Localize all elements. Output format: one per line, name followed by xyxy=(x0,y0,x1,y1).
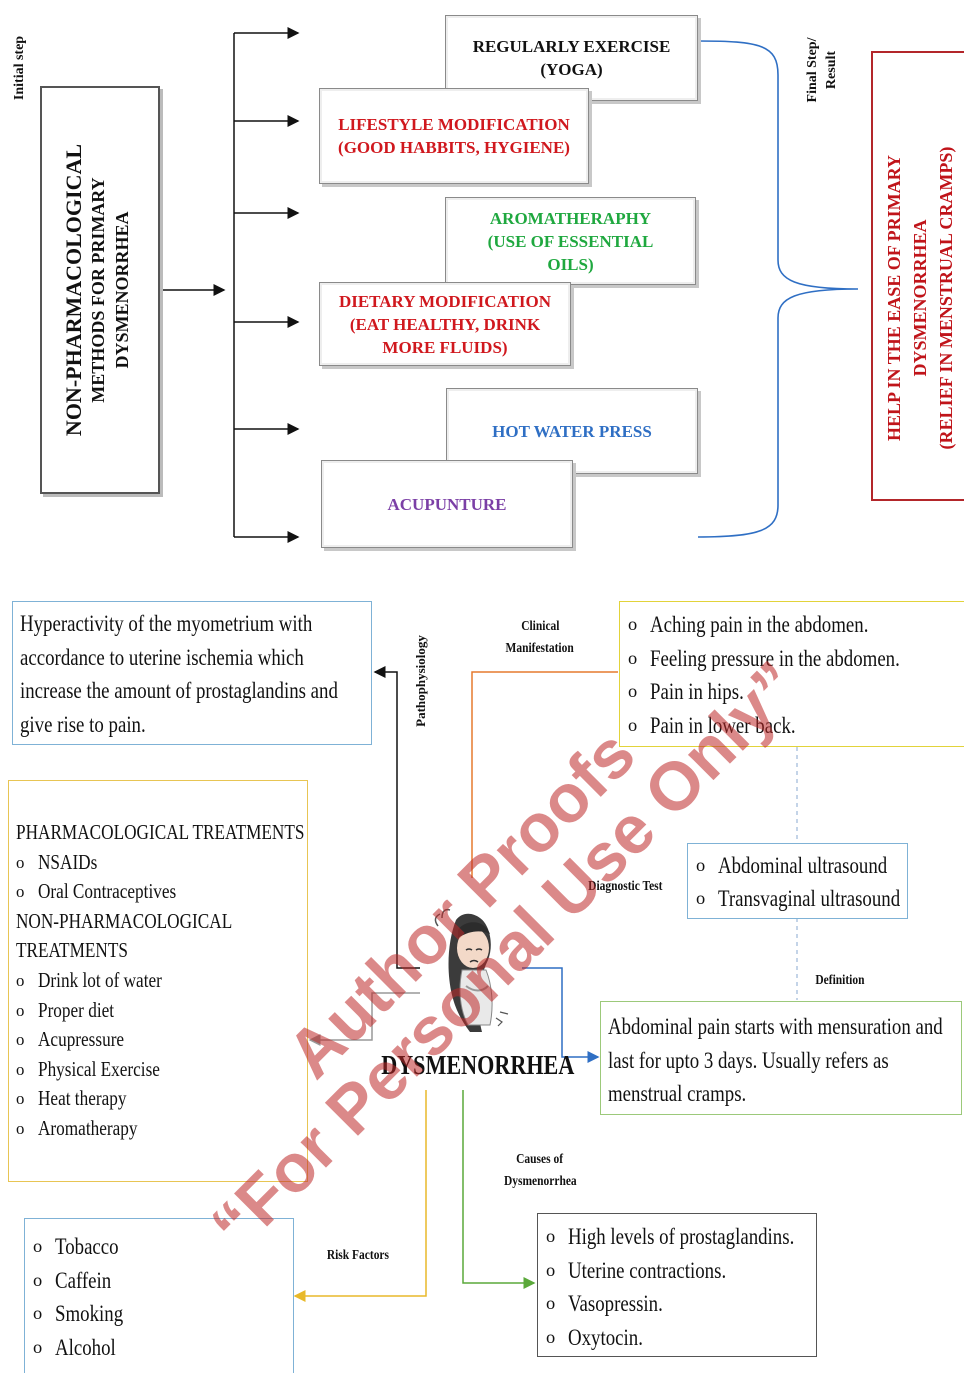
result-box xyxy=(871,51,964,501)
main-method-box xyxy=(40,86,160,494)
clinical-item: Feeling pressure in the abdomen. xyxy=(622,642,962,676)
method-lifestyle-line1: LIFESTYLE MODIFICATION xyxy=(338,115,570,134)
pathophysiology-text: Hyperactivity of the myometrium with acc… xyxy=(20,611,338,737)
method-aroma-line1: AROMATHERAPHY xyxy=(489,208,652,228)
definition-label: Definition xyxy=(815,973,865,988)
nonpharma-item: Acupressure xyxy=(10,1025,306,1055)
risk-item: Smoking xyxy=(27,1297,289,1331)
nonpharma-item: Aromatherapy xyxy=(10,1114,306,1144)
diagnostic-test-label: Diagnostic Test xyxy=(588,879,663,894)
initial-step-label: Initial step xyxy=(12,35,27,101)
cause-item: High levels of prostaglandins. xyxy=(540,1220,812,1254)
method-acupunture-label: ACUPUNTURE xyxy=(387,494,507,514)
method-dietary-line1: DIETARY MODIFICATION xyxy=(338,291,552,311)
clinical-item: Aching pain in the abdomen. xyxy=(622,608,962,642)
risk-item: Alcohol xyxy=(27,1331,289,1365)
method-exercise-line1: REGULARLY EXERCISE xyxy=(472,37,671,56)
risk-item: Tobacco xyxy=(27,1230,289,1264)
diagnostic-item: Abdominal ultrasound xyxy=(690,849,904,882)
pathophysiology-box xyxy=(12,601,372,745)
method-lifestyle-line2: (GOOD HABBITS, HYGIENE) xyxy=(338,138,570,157)
final-step-label: Final Step/ Result xyxy=(805,37,839,103)
pharma-item: NSAIDs xyxy=(10,848,306,878)
curly-brace xyxy=(697,40,859,538)
risk-factors-label: Risk Factors xyxy=(326,1248,389,1263)
method-dietary-line2: (EAT HEALTHY, DRINK xyxy=(349,314,541,334)
method-box-aromatherapy: AROMATHERAPHY (USE OF ESSENTIAL OILS) xyxy=(445,197,696,285)
clinical-manifestation-list: Aching pain in the abdomen. Feeling pres… xyxy=(622,608,962,742)
diagnostic-item: Transvaginal ultrasound xyxy=(690,882,904,915)
risk-factors-list: Tobacco Caffein Smoking Alcohol xyxy=(27,1230,289,1364)
definition-text: Abdominal pain starts with mensuration a… xyxy=(608,1014,943,1106)
pharma-item: Oral Contraceptives xyxy=(10,877,306,907)
cause-item: Vasopressin. xyxy=(540,1287,812,1321)
treatments-text: PHARMACOLOGICAL TREATMENTS NSAIDs Oral C… xyxy=(16,818,306,1144)
clinical-manifestation-label: Clinical Manifestation xyxy=(505,619,575,656)
cause-item: Oxytocin. xyxy=(540,1321,812,1355)
clinical-item: Pain in hips. xyxy=(622,675,962,709)
pathophysiology-label: Pathophysiology xyxy=(413,635,428,727)
method-box-hot-water: HOT WATER PRESS xyxy=(446,388,698,474)
result-text: HELP IN THE EASE OF PRIMARY DYSMENORRHEA… xyxy=(884,146,956,450)
center-title: DYSMENORRHEA xyxy=(381,1050,575,1080)
cause-item: Uterine contractions. xyxy=(540,1254,812,1288)
method-box-lifestyle: LIFESTYLE MODIFICATION (GOOD HABBITS, HY… xyxy=(319,88,589,184)
nonpharma-item: Proper diet xyxy=(10,996,306,1026)
nonpharma-item: Heat therapy xyxy=(10,1084,306,1114)
method-box-acupunture: ACUPUNTURE xyxy=(321,460,573,548)
causes-list: High levels of prostaglandins. Uterine c… xyxy=(540,1220,812,1354)
pharma-heading: PHARMACOLOGICAL TREATMENTS xyxy=(16,820,305,844)
diagnostic-list: Abdominal ultrasound Transvaginal ultras… xyxy=(690,849,904,915)
method-aroma-line2: (USE OF ESSENTIAL xyxy=(487,231,654,251)
definition-box xyxy=(600,1001,962,1115)
nonpharma-item: Drink lot of water xyxy=(10,966,306,996)
method-hot-water-label: HOT WATER PRESS xyxy=(492,421,652,441)
method-dietary-line3: MORE FLUIDS) xyxy=(382,337,508,357)
causes-label: Causes of Dysmenorrhea xyxy=(503,1152,577,1189)
clinical-item: Pain in lower back. xyxy=(622,709,962,743)
method-aroma-line3: OILS) xyxy=(547,254,594,274)
nonpharma-item: Physical Exercise xyxy=(10,1055,306,1085)
method-exercise-line2: (YOGA) xyxy=(540,60,603,79)
nonpharma-heading-2: TREATMENTS xyxy=(16,938,128,963)
nonpharma-heading: NON-PHARMACOLOGICAL xyxy=(16,908,233,933)
risk-item: Caffein xyxy=(27,1264,289,1298)
woman-in-pain-illustration xyxy=(418,900,524,1040)
method-box-dietary: DIETARY MODIFICATION (EAT HEALTHY, DRINK… xyxy=(319,282,571,366)
main-method-text: NON-PHARMACOLOGICAL METHODS FOR PRIMARY … xyxy=(61,143,132,437)
